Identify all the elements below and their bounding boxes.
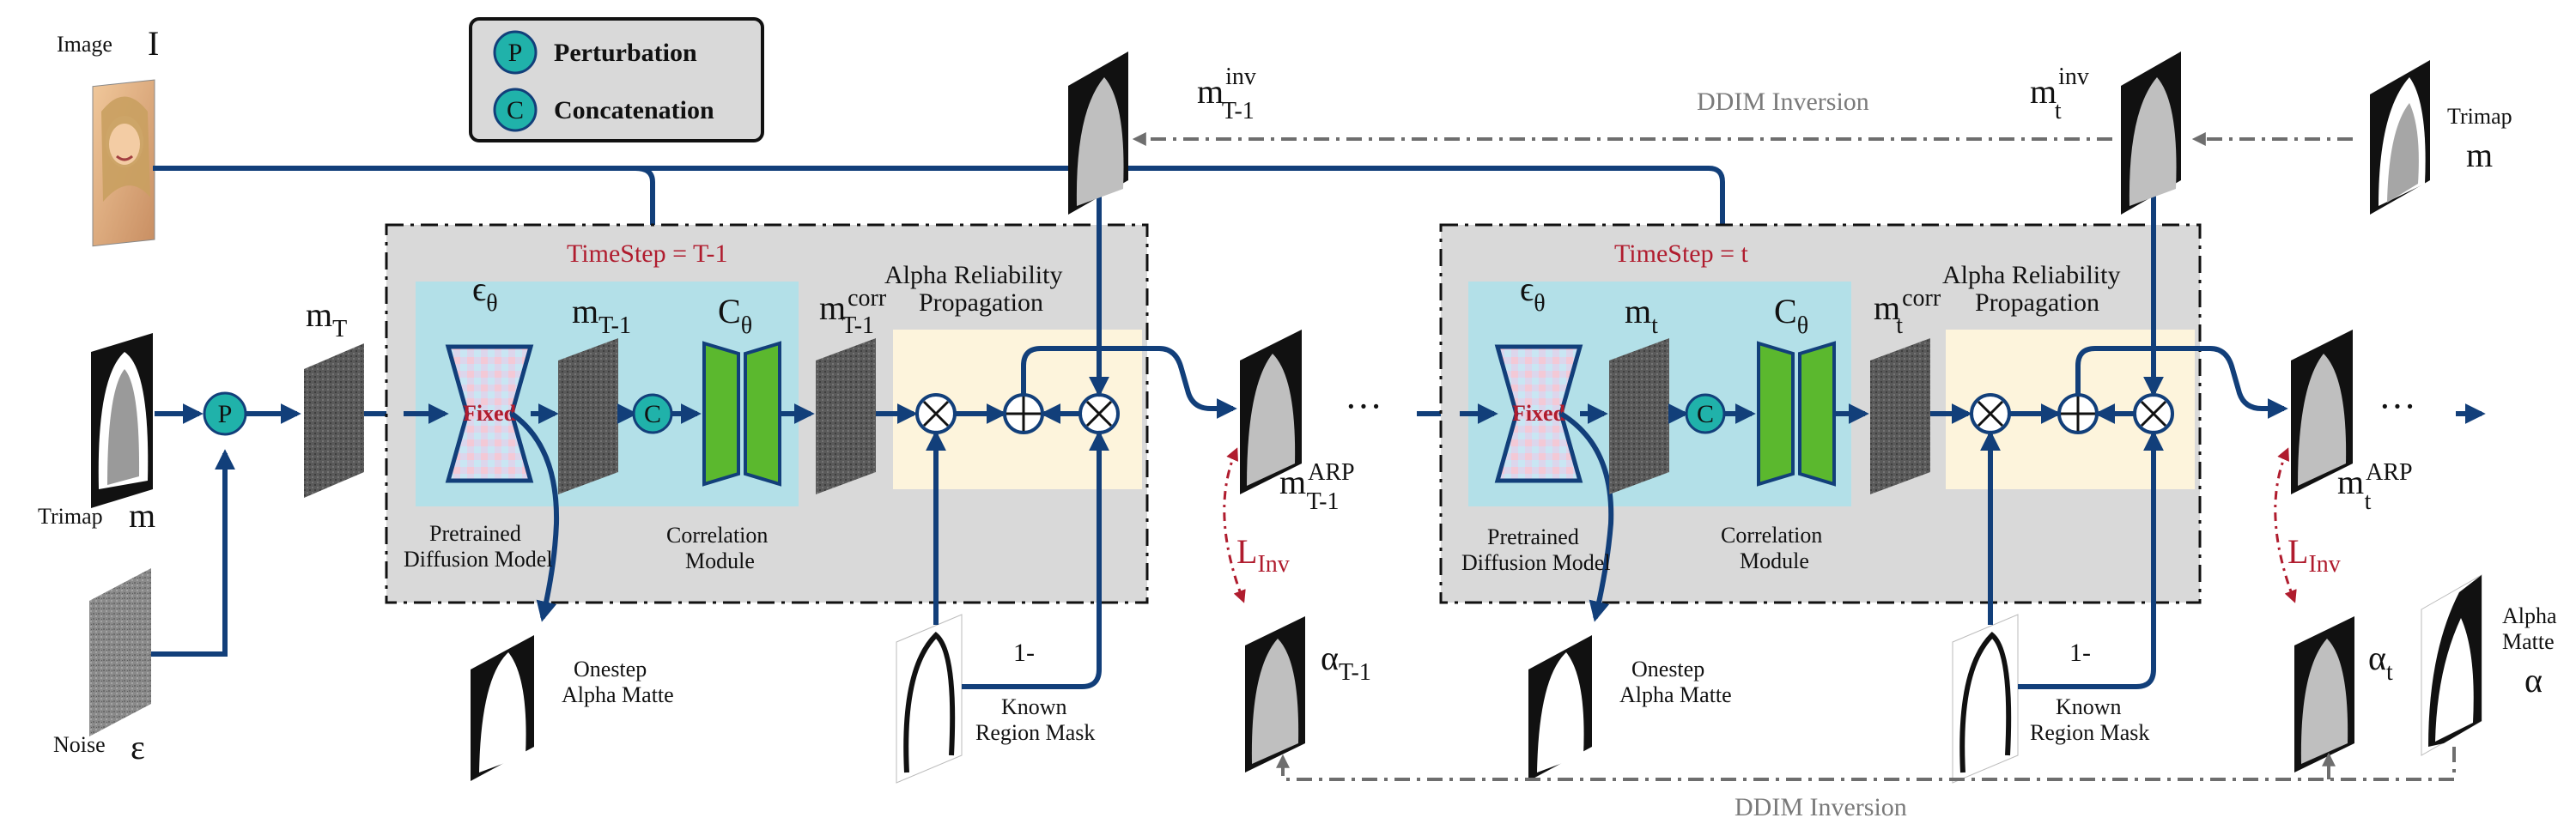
alpha-matte-output-symbol: α: [2524, 661, 2543, 700]
m-prev-label-left: mT-1: [572, 292, 631, 339]
known-label-left-2: Region Mask: [975, 720, 1095, 745]
m-arp-right-image: [2291, 330, 2353, 494]
known-region-mask-right: [1952, 614, 2019, 784]
alpha-matte-output-image: [2421, 574, 2482, 756]
pretrained-label-right-1: Pretrained: [1487, 524, 1579, 549]
arp-title-right-1: Alpha Reliability: [1942, 261, 2120, 289]
trimap-input-label: Trimap: [38, 504, 103, 529]
fixed-label-right: Fixed: [1512, 401, 1566, 426]
noise-image: [89, 568, 151, 736]
inputs: Image I Trimap m Noise ε: [38, 24, 159, 766]
alpha-matte-output-label-1: Alpha: [2502, 603, 2557, 628]
noise-label: Noise: [53, 732, 106, 757]
pretrained-diffusion-model-right: Fixed: [1494, 344, 1583, 483]
image-label: Image: [57, 32, 112, 57]
concatenation-icon: [493, 88, 538, 132]
trimap-output-label: Trimap: [2447, 104, 2512, 129]
known-region-mask-left: [896, 614, 963, 784]
perturbation-icon: [493, 30, 538, 75]
eps-theta-left: ϵθ: [472, 270, 498, 317]
image-conditioning-line: [153, 166, 1733, 397]
correlation-label-left-1: Correlation: [666, 523, 768, 548]
perturbation-label: Perturbation: [554, 39, 697, 67]
concatenation-symbol: C: [507, 96, 524, 124]
m-corr-image-right: [1870, 338, 1930, 494]
pretrained-label-left-1: Pretrained: [429, 521, 521, 546]
c-theta-right: Cθ: [1774, 292, 1808, 339]
known-label-left-1: Known: [1001, 694, 1067, 719]
face-image: [92, 79, 155, 247]
onestep-label-left-2: Alpha Matte: [562, 682, 674, 707]
arp-title-left-1: Alpha Reliability: [884, 261, 1062, 289]
m-t-image-right: [1609, 338, 1669, 494]
pretrained-diffusion-model-left: Fixed: [445, 344, 534, 483]
correlation-label-left-2: Module: [685, 548, 755, 573]
correlation-module-left: [702, 341, 781, 487]
ellipsis-right: ···: [2379, 385, 2416, 427]
noise-symbol: ε: [131, 728, 145, 766]
ddim-inversion-bottom: DDIM Inversion: [1735, 793, 1907, 821]
timestep-left-label: TimeStep = T-1: [567, 239, 728, 268]
trimap-input-image: [91, 333, 153, 508]
alpha-right-image: [2294, 616, 2354, 772]
ellipsis-left: ···: [1345, 385, 1382, 427]
alpha-left-image: [1245, 616, 1305, 772]
known-label-right-2: Region Mask: [2030, 720, 2149, 745]
one-minus-left: 1-: [1013, 639, 1035, 667]
known-label-right-1: Known: [2056, 694, 2122, 719]
l-inv-right: LInv: [2287, 532, 2341, 578]
l-inv-left: LInv: [1236, 532, 1290, 578]
onestep-label-left-1: Onestep: [574, 657, 647, 682]
concatenation-label: Concatenation: [554, 96, 714, 124]
correlation-module-right: [1757, 341, 1836, 487]
trimap-output-symbol: m: [2466, 136, 2493, 174]
perturbation-symbol: P: [508, 39, 523, 67]
concat-node-right-symbol: C: [1697, 400, 1714, 428]
m-T-label: mT: [306, 295, 347, 342]
eps-theta-right: ϵθ: [1520, 270, 1546, 317]
legend: P Perturbation C Concatenation: [469, 17, 764, 142]
m-prev-image-left: [558, 338, 618, 494]
correlation-label-right-1: Correlation: [1721, 523, 1822, 548]
one-minus-right: 1-: [2069, 639, 2091, 667]
m-inv-left-image: [1068, 51, 1128, 215]
timestep-block-right: TimeStep = t ϵθ Fixed Pretrained Diffusi…: [1439, 168, 2288, 784]
arp-title-right-2: Propagation: [1975, 288, 2099, 317]
m-t-label-right: mt: [1625, 292, 1658, 339]
onestep-label-right-1: Onestep: [1631, 657, 1704, 682]
pretrained-label-left-2: Diffusion Model: [404, 547, 553, 572]
ddim-inversion-top: DDIM Inversion: [1697, 88, 1869, 116]
m-inv-right-image: [2121, 51, 2181, 215]
perturbation-node-symbol: P: [218, 400, 233, 428]
timestep-right-label: TimeStep = t: [1614, 239, 1749, 268]
trimap-input-symbol: m: [129, 496, 155, 535]
m-corr-image-left: [816, 338, 876, 494]
alpha-matte-output-label-2: Matte: [2502, 629, 2555, 654]
image-symbol: I: [148, 24, 159, 63]
m-arp-left-image: [1240, 330, 1302, 494]
trimap-output-image: [2370, 60, 2430, 215]
timestep-block-left: TimeStep = T-1 ϵθ Fixed Pretrained Diffu…: [385, 168, 1237, 784]
alpha-left-label: αT-1: [1321, 639, 1371, 686]
alpha-right-label: αt: [2368, 639, 2393, 686]
noisy-trimap-image: [304, 343, 364, 498]
concat-node-left-symbol: C: [644, 400, 661, 428]
pretrained-label-right-2: Diffusion Model: [1461, 550, 1611, 575]
correlation-label-right-2: Module: [1740, 548, 1809, 573]
onestep-label-right-2: Alpha Matte: [1619, 682, 1732, 707]
fixed-label-left: Fixed: [463, 401, 517, 426]
c-theta-left: Cθ: [718, 292, 752, 339]
arp-title-left-2: Propagation: [919, 288, 1043, 317]
